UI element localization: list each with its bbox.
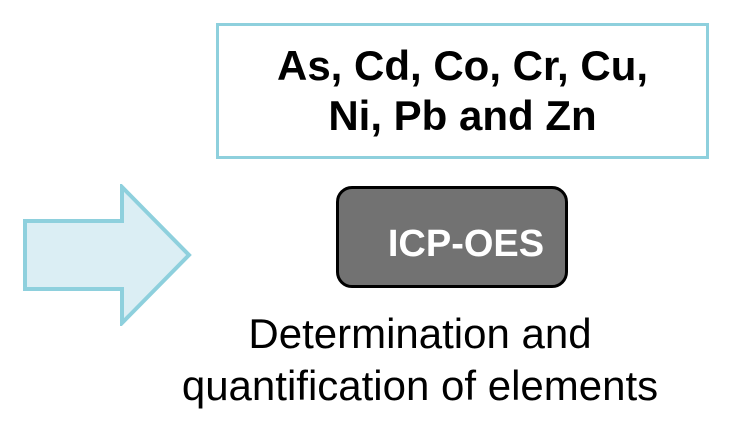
technique-label: ICP-OES	[387, 222, 545, 265]
description-line-1: Determination and	[248, 310, 592, 357]
elements-box: As, Cd, Co, Cr, Cu, Ni, Pb and Zn	[216, 23, 709, 159]
elements-line-2: Ni, Pb and Zn	[328, 92, 597, 139]
elements-line-1: As, Cd, Co, Cr, Cu,	[276, 42, 649, 89]
description-line-2: quantification of elements	[181, 362, 659, 409]
technique-box: ICP-OES	[336, 186, 568, 288]
description: Determination and quantification of elem…	[120, 308, 720, 412]
right-arrow-icon	[23, 184, 192, 326]
